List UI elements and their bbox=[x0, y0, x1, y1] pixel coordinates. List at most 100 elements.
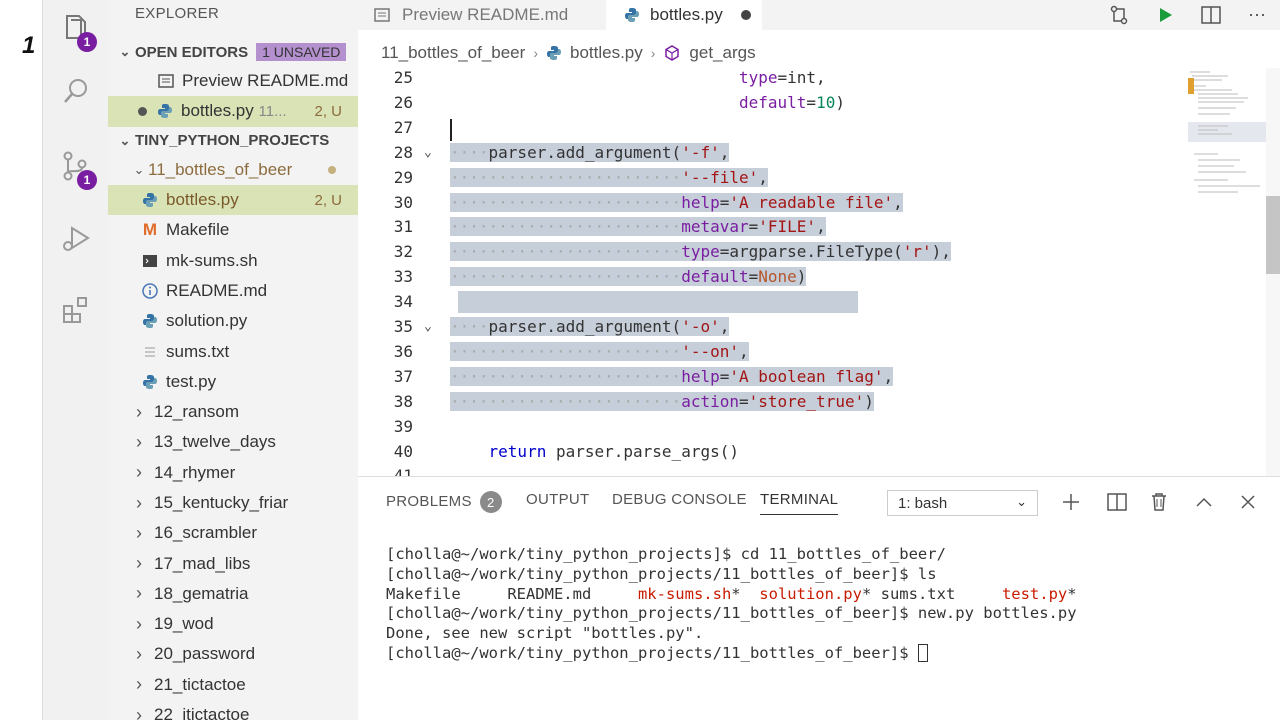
code-line[interactable]: 28 ⌄ ····parser.add_argument('-f', bbox=[358, 141, 1188, 166]
folder-item[interactable]: ›15_kentucky_friar bbox=[108, 488, 358, 518]
new-terminal-icon[interactable] bbox=[1060, 491, 1082, 513]
line-number: 28 bbox=[393, 142, 413, 162]
close-panel-icon[interactable] bbox=[1237, 491, 1259, 513]
folder-label: 16_scrambler bbox=[154, 523, 257, 543]
code-line[interactable]: 35⌄····parser.add_argument('-o', bbox=[358, 315, 1188, 340]
code-text: ····parser.add_argument('-f', bbox=[450, 142, 730, 162]
open-editors-header[interactable]: ⌄ OPEN EDITORS 1 UNSAVED bbox=[108, 38, 358, 66]
text-cursor bbox=[450, 118, 452, 141]
chevron-right-icon: › bbox=[136, 553, 142, 574]
method-icon bbox=[665, 45, 680, 61]
folder-item[interactable]: ›21_tictactoe bbox=[108, 670, 358, 700]
code-text: ························default=None) bbox=[450, 267, 807, 287]
maximize-panel-icon[interactable] bbox=[1193, 491, 1215, 513]
chevron-right-icon: › bbox=[136, 522, 142, 543]
folder-label: 17_mad_libs bbox=[154, 553, 251, 573]
search-icon[interactable] bbox=[43, 64, 109, 120]
tab-debug-console[interactable]: DEBUG CONSOLE bbox=[612, 491, 747, 508]
folder-item[interactable]: › 17_mad_libs bbox=[108, 548, 358, 578]
unsaved-badge: 1 UNSAVED bbox=[256, 43, 347, 61]
code-text: ························metavar='FILE', bbox=[450, 217, 826, 237]
open-editor-preview-readme[interactable]: Preview README.md bbox=[108, 66, 358, 96]
split-terminal-icon[interactable] bbox=[1106, 491, 1128, 513]
unsaved-dot-icon[interactable] bbox=[740, 10, 751, 20]
folder-item[interactable]: ›22_itictactoe bbox=[108, 700, 358, 720]
code-line[interactable]: 29························'--file', bbox=[358, 166, 1188, 191]
code-line[interactable]: 33························default=None) bbox=[358, 265, 1188, 290]
code-line[interactable]: 36························'--on', bbox=[358, 340, 1188, 365]
code-line[interactable]: 41 bbox=[358, 464, 1188, 476]
folder-item[interactable]: ›18_gematria bbox=[108, 579, 358, 609]
code-line[interactable]: 37························help='A boolea… bbox=[358, 365, 1188, 390]
source-control-icon[interactable]: 1 bbox=[43, 138, 109, 194]
folder-label: 21_tictactoe bbox=[154, 674, 246, 694]
code-line[interactable]: 39 bbox=[358, 415, 1188, 440]
code-line[interactable]: 38························action='store_… bbox=[358, 390, 1188, 415]
code-text: return parser.parse_args() bbox=[488, 441, 739, 461]
code-line[interactable]: 30························help='A readab… bbox=[358, 191, 1188, 216]
line-number: 40 bbox=[393, 441, 413, 461]
file-label: bottles.py bbox=[166, 190, 239, 210]
editor-scroll-thumb[interactable] bbox=[1266, 196, 1280, 274]
more-actions-icon[interactable]: ⋯ bbox=[1248, 4, 1266, 25]
extensions-icon[interactable] bbox=[43, 282, 109, 338]
chevron-right-icon: › bbox=[136, 492, 142, 513]
editor-actions: ⋯ bbox=[1096, 0, 1280, 30]
breadcrumb-symbol[interactable]: get_args bbox=[689, 43, 756, 62]
file-label: Makefile bbox=[166, 220, 230, 240]
folder-item[interactable]: ›12_ransom bbox=[108, 397, 358, 427]
code-line[interactable]: 32························type=argparse.… bbox=[358, 240, 1188, 265]
open-changes-icon[interactable] bbox=[1096, 5, 1142, 25]
folder-item[interactable]: › 16_scrambler bbox=[108, 518, 358, 548]
file-item[interactable]: test.py bbox=[108, 367, 358, 397]
terminal-output[interactable]: [cholla@~/work/tiny_python_projects]$ cd… bbox=[386, 545, 1077, 664]
tab-preview-readme[interactable]: Preview README.md bbox=[358, 0, 606, 30]
folder-label: 19_wod bbox=[154, 614, 214, 634]
file-item[interactable]: sums.txt bbox=[108, 336, 358, 366]
file-item[interactable]: README.md bbox=[108, 276, 358, 306]
trash-icon[interactable] bbox=[1148, 491, 1170, 513]
folder-item[interactable]: ›13_twelve_days bbox=[108, 427, 358, 457]
tab-bottles-py[interactable]: bottles.py bbox=[606, 0, 762, 30]
run-icon[interactable] bbox=[1142, 6, 1188, 24]
terminal-select[interactable]: 1: bash ⌄ bbox=[887, 490, 1038, 516]
split-editor-icon[interactable] bbox=[1188, 6, 1234, 24]
folder-label: 11_bottles_of_beer bbox=[148, 159, 293, 179]
file-item[interactable]: solution.py bbox=[108, 306, 358, 336]
file-label: sums.txt bbox=[166, 341, 230, 361]
fold-chevron-icon[interactable]: ⌄ bbox=[424, 144, 432, 160]
files-icon[interactable]: 1 bbox=[43, 0, 109, 56]
folder-item[interactable]: ›20_password bbox=[108, 639, 358, 669]
code-line[interactable]: 26 default=10) bbox=[358, 91, 1188, 116]
folder-11-bottles[interactable]: ⌄ 11_bottles_of_beer bbox=[108, 155, 358, 185]
folder-label: 12_ransom bbox=[154, 402, 240, 422]
file-label: mk-sums.sh bbox=[166, 250, 258, 270]
minimap[interactable] bbox=[1188, 68, 1266, 476]
code-editor[interactable]: 25 type=int,26 default=10)27 28 ⌄ ····parse… bbox=[358, 68, 1188, 476]
file-label: README.md bbox=[166, 280, 268, 300]
folder-item[interactable]: ›19_wod bbox=[108, 609, 358, 639]
code-line[interactable]: 34 bbox=[358, 290, 1188, 315]
code-line[interactable]: 27 bbox=[358, 116, 1188, 141]
open-editor-bottles[interactable]: bottles.py 11... 2, U bbox=[108, 96, 358, 127]
code-text: ························'--on', bbox=[450, 341, 749, 361]
breadcrumb-folder[interactable]: 11_bottles_of_beer bbox=[381, 43, 526, 62]
folder-item[interactable]: ›14_rhymer bbox=[108, 458, 358, 488]
code-line[interactable]: 31························metavar='FILE'… bbox=[358, 215, 1188, 240]
code-line[interactable]: 40 return parser.parse_args() bbox=[358, 440, 1188, 465]
code-line[interactable]: 25 type=int, bbox=[358, 68, 1188, 91]
line-number: 27 bbox=[393, 117, 413, 137]
terminal-line: Done, see new script "bottles.py". bbox=[386, 624, 704, 643]
chevron-down-icon: ⌄ bbox=[133, 161, 145, 177]
project-header[interactable]: ⌄ TINY_PYTHON_PROJECTS bbox=[108, 127, 358, 155]
breadcrumb-file[interactable]: bottles.py bbox=[569, 43, 643, 62]
run-debug-icon[interactable] bbox=[43, 210, 109, 266]
file-item[interactable]: mk-sums.sh bbox=[108, 245, 358, 275]
tab-terminal[interactable]: TERMINAL bbox=[760, 491, 839, 515]
fold-chevron-icon[interactable]: ⌄ bbox=[424, 319, 432, 334]
tab-output[interactable]: OUTPUT bbox=[526, 491, 590, 508]
